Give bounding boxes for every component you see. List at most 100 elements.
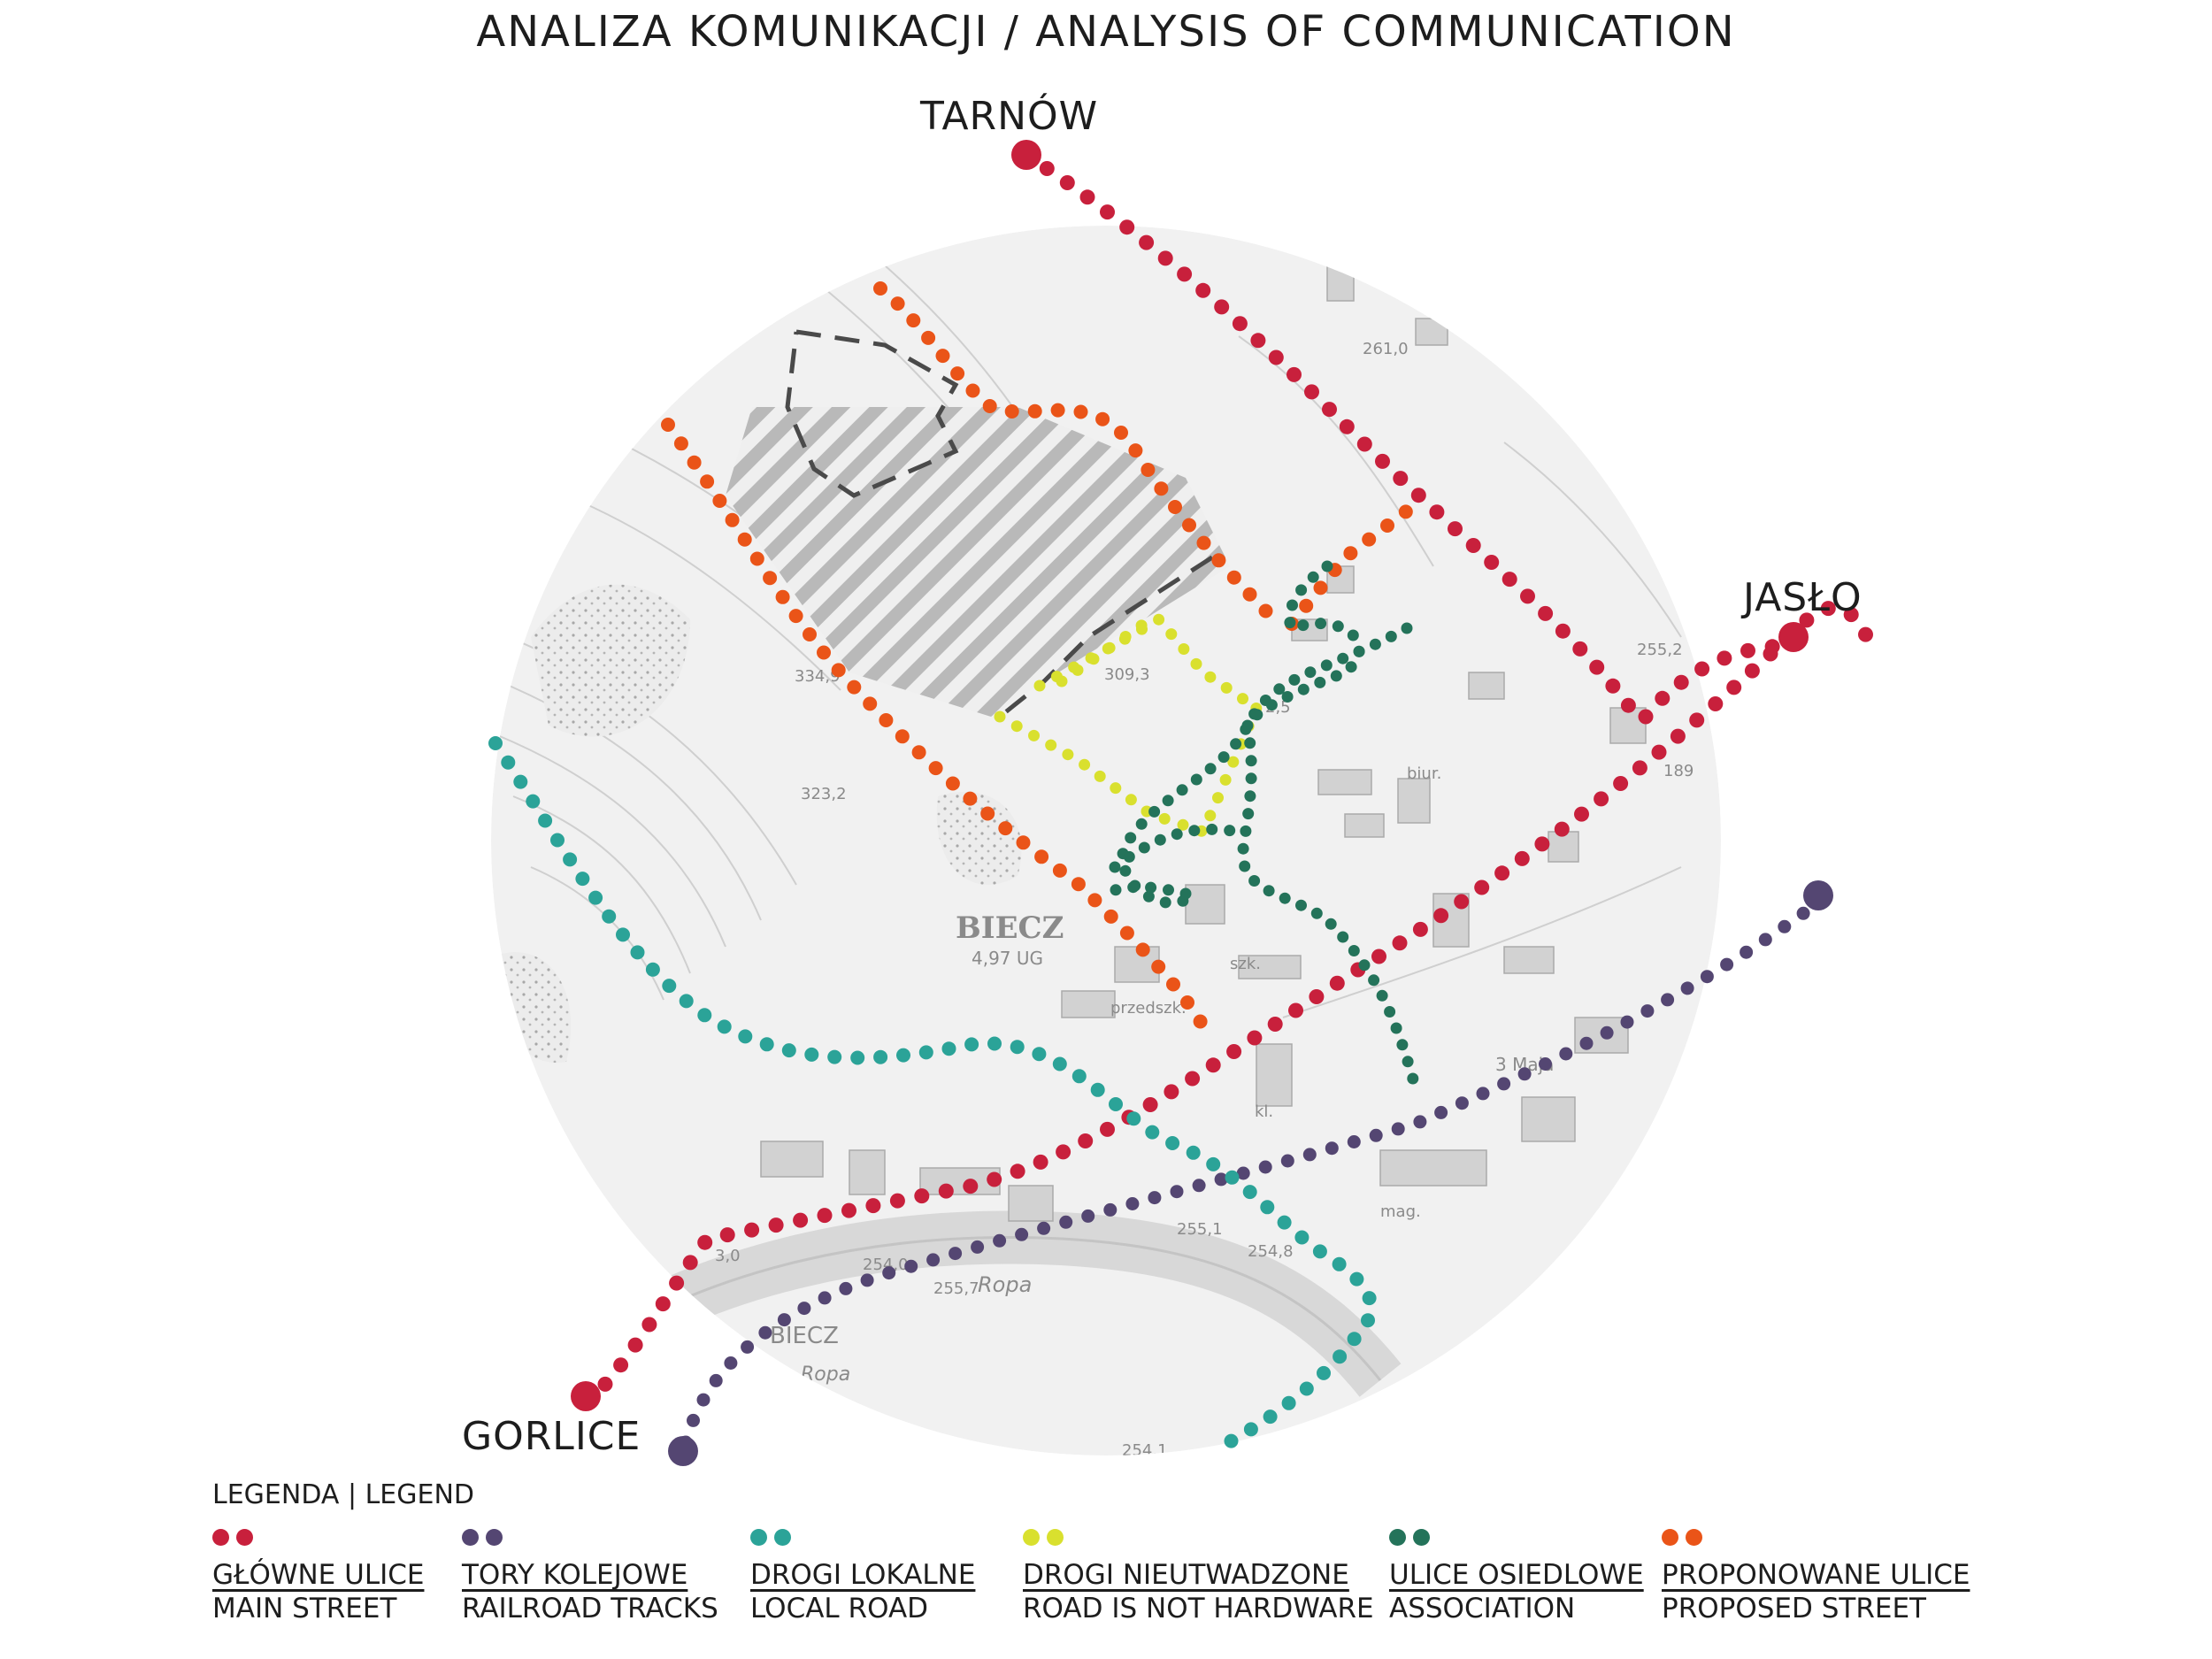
housing-street-west-dot (1163, 884, 1174, 896)
main-street-tarnow-dot (1286, 366, 1302, 382)
housing-street-west-dot (1110, 884, 1122, 896)
main-street-tarnow-dot (1538, 605, 1554, 621)
legend-label-pl: TORY KOLEJOWE (462, 1559, 688, 1591)
main-street-gorlice-dot (914, 1188, 930, 1204)
housing-street-loop-dot (1332, 620, 1344, 633)
railroad-tracks-dot (1620, 1015, 1634, 1029)
local-road-main-dot (550, 833, 565, 848)
local-road-main-dot (964, 1037, 979, 1052)
local-road-main-dot (1032, 1047, 1047, 1062)
main-street-gorlice-dot (1164, 1084, 1179, 1100)
housing-street-loop-dot (1307, 571, 1319, 583)
housing-street-south-dot (1248, 875, 1261, 887)
housing-street-main-dot (1204, 763, 1217, 775)
legend-dot (486, 1529, 503, 1546)
proposed-street-west-dot (1193, 1014, 1208, 1029)
map-label-kl: kl. (1255, 1102, 1273, 1121)
railroad-tracks-dot (1170, 1185, 1184, 1199)
housing-street-south-dot (1368, 974, 1380, 987)
main-street-gorlice-dot (1309, 989, 1325, 1004)
main-street-gorlice-dot (1371, 949, 1386, 964)
main-street-gorlice-dot (817, 1208, 833, 1224)
unpaved-road-2-dot (1010, 720, 1023, 733)
proposed-street-west-dot (963, 791, 978, 806)
proposed-street-west-dot (749, 551, 764, 566)
railroad-tracks-dot (1125, 1197, 1140, 1210)
proposed-street-west-dot (1016, 835, 1031, 850)
main-street-gorlice-dot (963, 1179, 979, 1194)
housing-street-south-dot (1239, 860, 1251, 872)
route-layer (488, 147, 1873, 1449)
map-label-mag: mag. (1380, 1202, 1421, 1221)
local-road-main-dot (1165, 1136, 1180, 1150)
housing-street-cross-dot (1188, 825, 1201, 837)
main-street-gorlice-dot (1799, 612, 1815, 628)
legend-dot (462, 1529, 479, 1546)
main-street-gorlice-dot (768, 1217, 784, 1233)
main-street-tarnow-dot (1605, 678, 1621, 694)
housing-street-south-dot (1407, 1072, 1419, 1085)
proposed-street-west-dot (1071, 877, 1086, 892)
railroad-tracks-dot (1258, 1160, 1272, 1174)
housing-street-south-dot (1245, 755, 1257, 767)
local-road-main-dot (1349, 1271, 1364, 1286)
housing-street-main-dot (1142, 890, 1155, 902)
housing-street-cross-dot (1109, 861, 1121, 873)
town-label: BIECZ (956, 910, 1064, 946)
housing-street-loop-dot (1265, 699, 1278, 711)
proposed-street-north-dot (873, 281, 887, 296)
proposed-street-west-dot (847, 680, 862, 695)
main-street-gorlice-dot (1329, 975, 1345, 991)
housing-street-loop-dot (1347, 629, 1359, 641)
railroad-tracks-dot (687, 1413, 700, 1427)
local-road-main-dot (645, 962, 660, 977)
railroad-tracks-dot (1455, 1096, 1469, 1110)
main-street-gorlice-dot (1843, 607, 1859, 623)
housing-street-west-dot (1179, 887, 1192, 900)
housing-street-cross-dot (1154, 833, 1166, 846)
main-street-tarnow-dot (1484, 555, 1500, 570)
proposed-street-west-dot (737, 532, 752, 547)
main-street-gorlice-dot (1056, 1144, 1071, 1160)
local-road-main-dot (526, 794, 541, 809)
unpaved-road-2-dot (1028, 729, 1040, 741)
unpaved-road-3-dot (1135, 619, 1148, 632)
railroad-tracks-dot (724, 1356, 738, 1370)
local-road-main-dot (1145, 1125, 1160, 1140)
main-street-gorlice-dot (1454, 894, 1470, 910)
proposed-street-west-dot (817, 645, 831, 660)
housing-street-south-dot (1240, 825, 1252, 837)
proposed-street-west-dot (863, 696, 878, 711)
main-street-gorlice-dot (1651, 744, 1667, 760)
local-road-main-dot (1224, 1433, 1239, 1448)
proposed-street-east-dot (1398, 504, 1413, 519)
main-street-gorlice-dot (1412, 921, 1428, 937)
housing-street-south-dot (1279, 892, 1291, 904)
railroad-tracks-dot (1796, 906, 1810, 920)
unpaved-road-2-dot (1158, 812, 1171, 825)
railroad-tracks-dot (860, 1273, 874, 1287)
legend-label-pl: DROGI LOKALNE (750, 1559, 976, 1591)
proposed-street-north-dot (890, 296, 905, 311)
housing-street-south-dot (1237, 842, 1249, 855)
river-label-2: Ropa (801, 1363, 850, 1386)
main-street-tarnow-dot (1620, 697, 1636, 713)
main-street-gorlice-dot (1744, 663, 1760, 679)
legend-item-unpaved-road: DROGI NIEUTWADZONE ROAD IS NOT HARDWARE (1023, 1529, 1374, 1626)
housing-street-main-dot (1369, 638, 1381, 650)
proposed-street-west-dot (911, 745, 926, 760)
unpaved-road-2-dot (1204, 810, 1217, 822)
local-road-main-dot (1109, 1097, 1123, 1111)
housing-street-south-dot (1396, 1039, 1409, 1051)
housing-street-south-dot (1358, 959, 1371, 972)
proposed-street-north-dot (935, 349, 950, 364)
proposed-street-north-dot (1141, 463, 1156, 477)
local-road-main-dot (588, 890, 603, 905)
housing-street-loop-dot (1251, 709, 1263, 721)
main-street-gorlice-dot (655, 1296, 671, 1312)
railroad-tracks-dot (1559, 1047, 1573, 1061)
local-road-main-dot (513, 774, 528, 789)
railroad-tracks-dot (882, 1266, 896, 1280)
main-street-tarnow-dot (1410, 488, 1426, 503)
